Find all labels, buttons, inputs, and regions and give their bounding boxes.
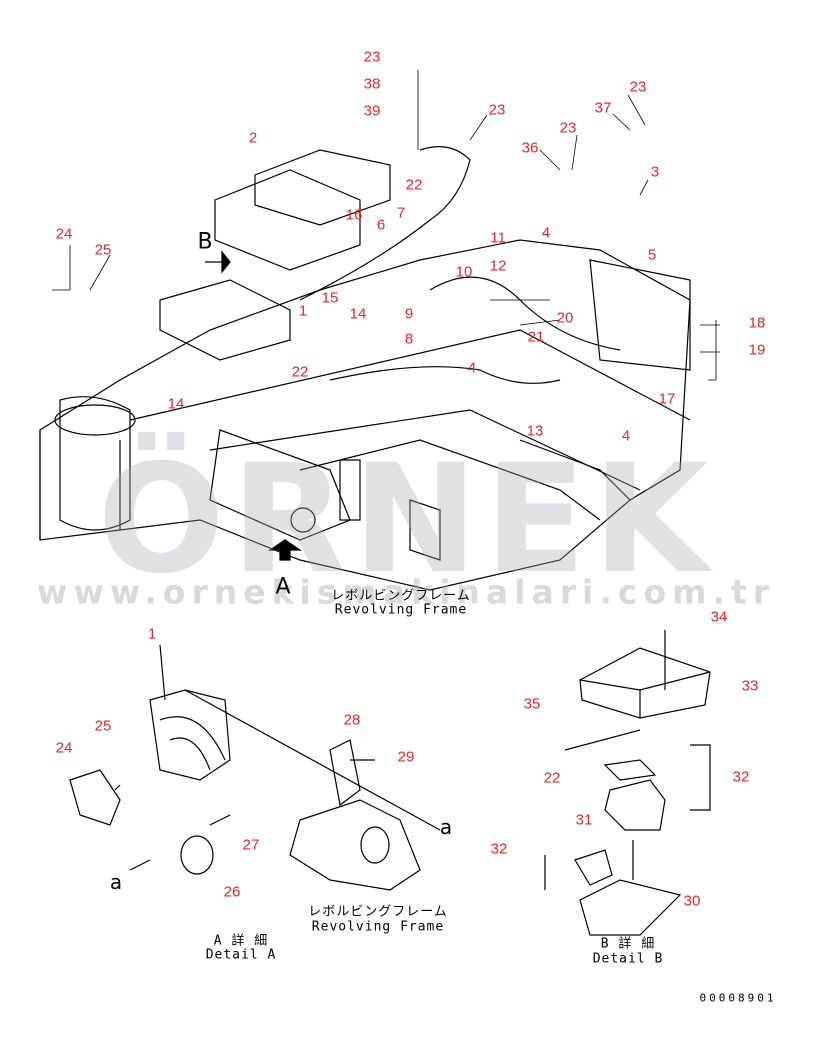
view-marker-small-a: a xyxy=(109,870,123,894)
watermark-url: www.ornekismakinalari.com.tr xyxy=(36,572,776,612)
callout: 15 xyxy=(321,289,339,307)
callout: 23 xyxy=(629,78,647,96)
detail-b-label-jp: B 詳 細 xyxy=(600,936,656,952)
revolving-frame-label-jp: レボルビングフレーム xyxy=(331,588,471,604)
callout: 11 xyxy=(490,229,506,247)
callout: 20 xyxy=(556,309,574,327)
callout: 14 xyxy=(349,305,367,323)
callout: 14 xyxy=(167,395,185,413)
callout: 25 xyxy=(94,717,112,735)
callout: 1 xyxy=(147,625,157,643)
callout: 23 xyxy=(559,119,577,137)
callout: 10 xyxy=(455,263,473,281)
revolving-frame-label-en: Revolving Frame xyxy=(334,602,468,618)
callout: 18 xyxy=(748,314,766,332)
callout: 1 xyxy=(298,302,308,320)
view-marker-b: B xyxy=(197,229,213,255)
callout: 32 xyxy=(732,768,750,786)
callout: 32 xyxy=(490,840,508,858)
callout: 4 xyxy=(467,359,477,377)
callout: 2 xyxy=(248,129,258,147)
view-marker-a: A xyxy=(275,574,291,600)
callout: 24 xyxy=(55,225,73,243)
callout: 4 xyxy=(541,224,551,242)
revolving-frame-label-jp: レボルビングフレーム xyxy=(308,904,448,920)
revolving-frame-label-en: Revolving Frame xyxy=(311,919,445,935)
callout: 34 xyxy=(710,608,728,626)
callout: 5 xyxy=(647,246,657,264)
callout: 7 xyxy=(396,204,406,222)
callout: 22 xyxy=(405,176,423,194)
watermark-brand: ÖRNEK xyxy=(97,433,715,607)
callout: 8 xyxy=(404,330,414,348)
callout: 37 xyxy=(594,99,612,117)
callout: 39 xyxy=(363,102,381,120)
callout: 13 xyxy=(526,422,544,440)
drawing-code: 00008901 xyxy=(699,991,777,1005)
callout: 16 xyxy=(345,206,363,224)
callout: 22 xyxy=(543,769,561,787)
callout: 23 xyxy=(363,48,381,66)
callout: 12 xyxy=(489,257,507,275)
callout: 38 xyxy=(363,75,381,93)
detail-a-label-jp: A 詳 細 xyxy=(213,933,269,949)
detail-a-label-en: Detail A xyxy=(205,947,277,963)
callout: 28 xyxy=(343,711,361,729)
callout: 26 xyxy=(223,883,241,901)
view-marker-small-a: a xyxy=(439,815,453,839)
callout: 35 xyxy=(523,695,541,713)
callout: 21 xyxy=(527,328,545,346)
callout: 3 xyxy=(650,163,660,181)
callout: 24 xyxy=(55,739,73,757)
callout: 19 xyxy=(748,341,766,359)
callout: 22 xyxy=(291,363,309,381)
callout: 9 xyxy=(404,305,414,323)
callout: 25 xyxy=(94,241,112,259)
callout: 23 xyxy=(488,101,506,119)
callout: 17 xyxy=(658,390,676,408)
callout: 4 xyxy=(621,427,631,445)
callout: 33 xyxy=(741,677,759,695)
callout: 27 xyxy=(242,836,260,854)
callout: 29 xyxy=(397,748,415,766)
callout: 30 xyxy=(683,892,701,910)
callout: 36 xyxy=(521,139,539,157)
callout: 31 xyxy=(575,811,593,829)
detail-b-label-en: Detail B xyxy=(592,951,664,967)
callout: 6 xyxy=(376,216,386,234)
